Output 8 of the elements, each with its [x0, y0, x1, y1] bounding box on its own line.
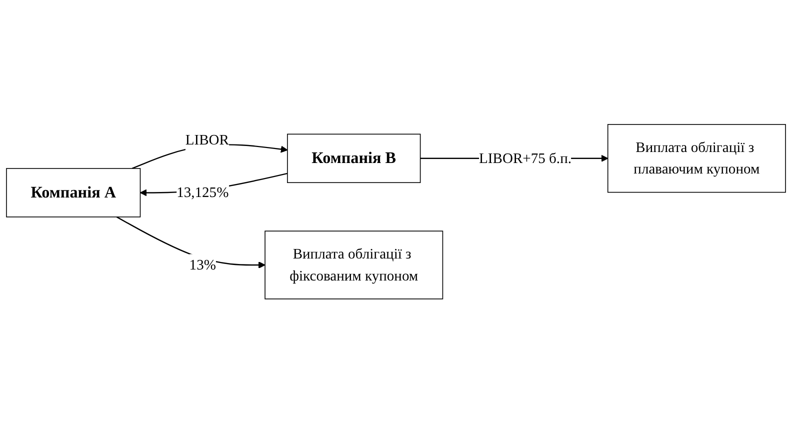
node-box: Виплата облігації з плаваючим купоном	[607, 124, 786, 194]
edge-label: 13%	[189, 256, 216, 273]
edge-label: 13,125%	[176, 184, 229, 201]
node-box: Компанія А	[6, 168, 141, 218]
edge-label: LIBOR	[185, 132, 230, 148]
edge-label: LIBOR+75 б.п.	[479, 150, 572, 166]
node-box: Виплата облігації з фіксованим купоном	[264, 230, 444, 300]
node-box: Компанія В	[287, 134, 421, 184]
